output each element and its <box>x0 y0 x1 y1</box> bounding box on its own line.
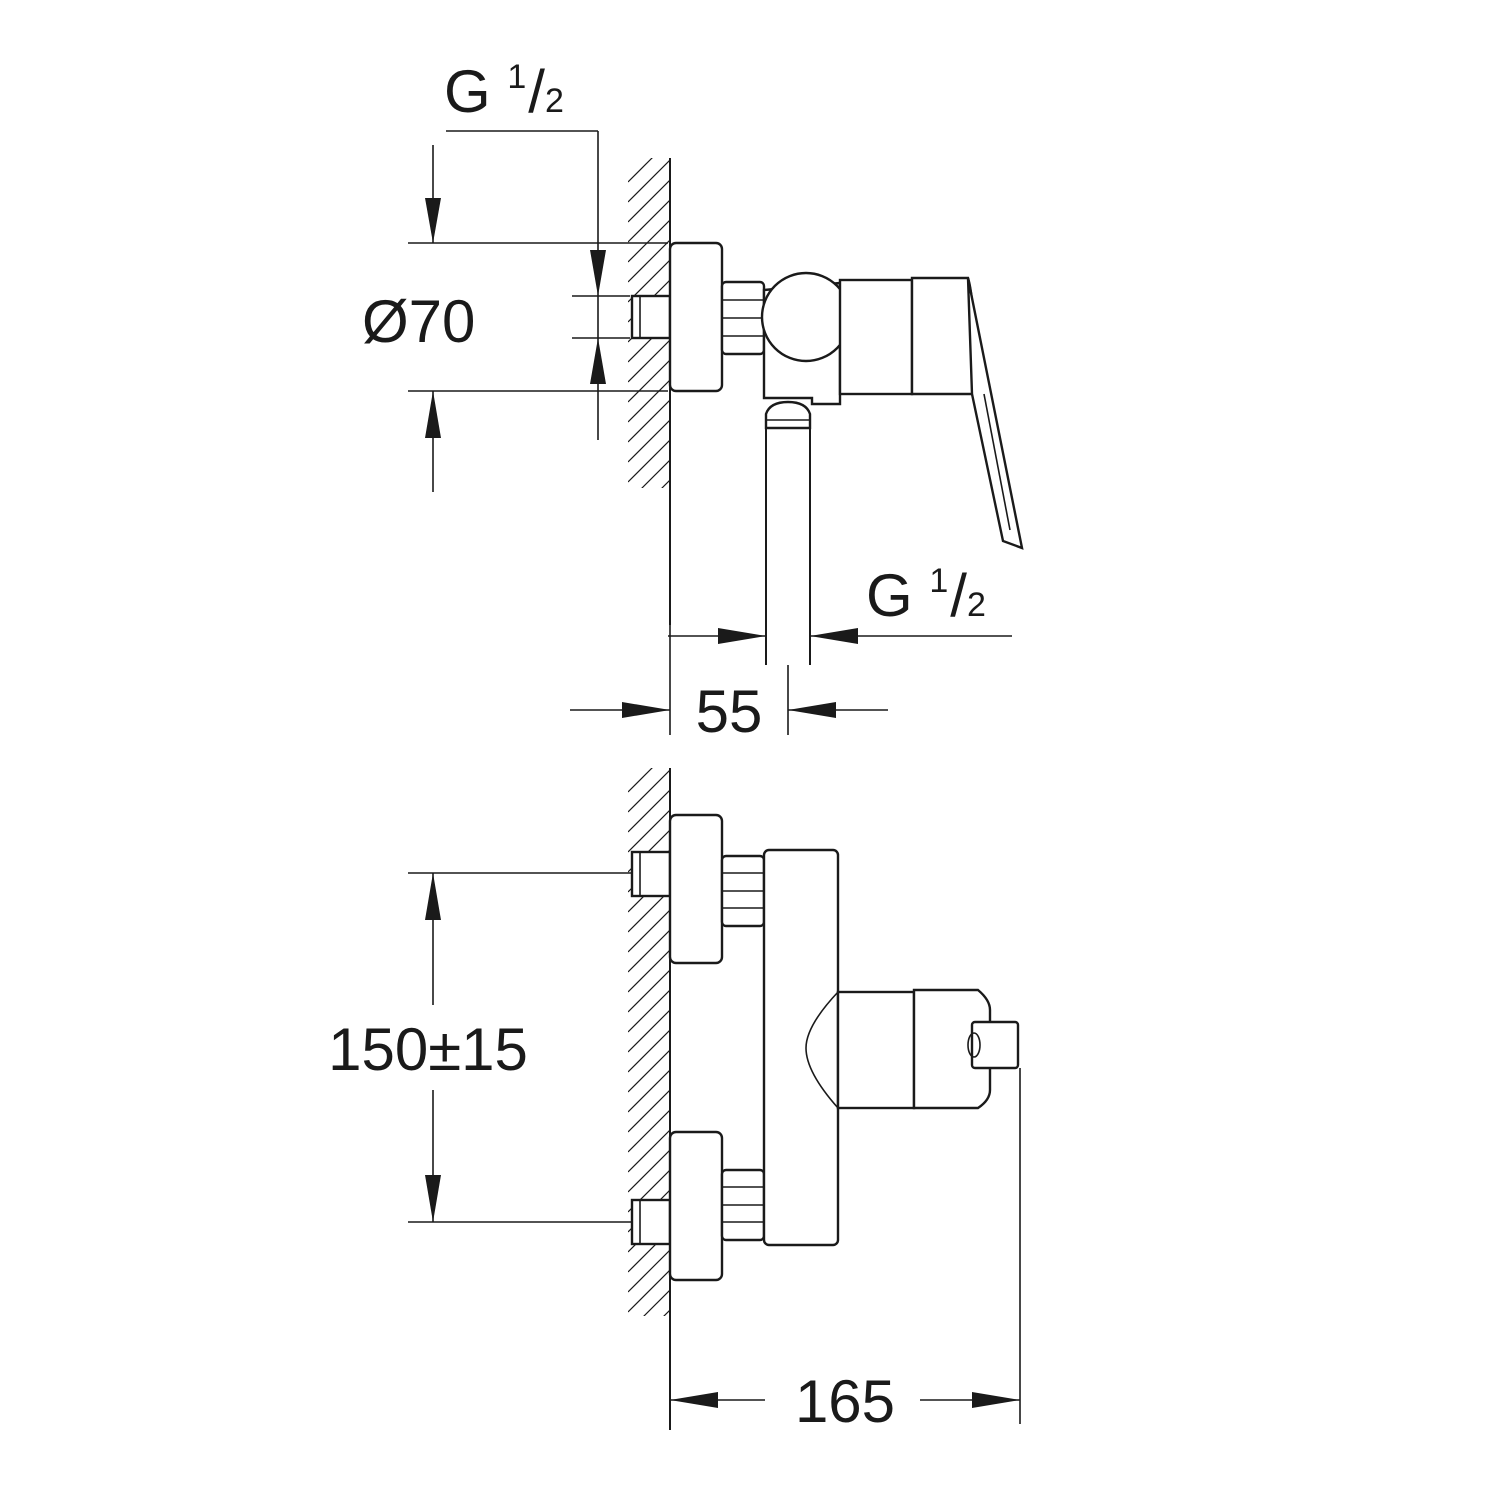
inlet-connector-lower <box>630 1198 672 1246</box>
wall-hatching-top <box>628 158 670 488</box>
dimension-width-165: 165 <box>670 1068 1021 1435</box>
cartridge-front <box>836 990 916 1110</box>
lever-handle <box>966 277 1024 550</box>
thread-label-top: G 1/2 <box>444 58 564 125</box>
hatch-stroke <box>628 1009 670 1053</box>
hatch-stroke <box>628 1129 670 1173</box>
inlet-connector-upper <box>630 850 672 898</box>
hatch-stroke <box>628 1269 670 1313</box>
thread-label-outlet: G 1/2 <box>866 562 986 629</box>
lever-front <box>912 988 992 1110</box>
hatch-stroke <box>628 219 670 263</box>
hatch-stroke <box>628 789 670 833</box>
dimension-spacing: 150±15 <box>328 872 632 1223</box>
hatch-stroke <box>628 158 653 183</box>
hatch-stroke <box>628 929 670 973</box>
hatch-stroke <box>628 1149 670 1193</box>
width-165-label: 165 <box>795 1368 895 1435</box>
hatch-stroke <box>628 1049 670 1093</box>
hatch-stroke <box>628 179 670 223</box>
rosette-upper <box>668 813 724 965</box>
dimension-diameter: Ø70 <box>362 145 668 492</box>
hatch-stroke <box>661 479 670 488</box>
hatch-stroke <box>628 1029 670 1073</box>
body-transition <box>805 991 839 1109</box>
hatch-stroke <box>628 949 670 993</box>
hatch-stroke <box>628 909 670 953</box>
cartridge-housing <box>838 278 914 396</box>
spacing-label: 150±15 <box>328 1016 528 1083</box>
hatch-stroke <box>628 1249 670 1293</box>
depth-55-label: 55 <box>696 678 763 745</box>
outlet-fitting <box>764 400 812 430</box>
diameter-label: Ø70 <box>362 288 475 355</box>
hatch-stroke <box>628 809 670 853</box>
hatch-stroke <box>628 399 670 443</box>
dimension-depth-55: 55 <box>570 625 888 745</box>
rosette-top <box>668 241 724 393</box>
hatch-stroke <box>628 969 670 1013</box>
hatch-stroke <box>628 379 670 423</box>
inlet-connector-top <box>630 294 672 340</box>
hatch-stroke <box>628 439 670 483</box>
hatch-stroke <box>628 1109 670 1153</box>
hatch-stroke <box>628 769 670 813</box>
wall-hatching-bottom <box>628 768 670 1316</box>
dimension-thread-outlet: G 1/2 <box>668 562 1012 644</box>
front-view: 150±15 165 <box>328 768 1021 1435</box>
hatch-stroke <box>628 1069 670 1113</box>
lever-base <box>910 276 978 396</box>
hatch-stroke <box>641 459 670 488</box>
hatch-stroke <box>628 339 670 383</box>
rosette-lower <box>668 1130 724 1282</box>
hatch-stroke <box>628 989 670 1033</box>
valve-head <box>760 271 852 363</box>
hatch-stroke <box>628 1089 670 1133</box>
hatch-stroke <box>663 1309 670 1316</box>
mixer-body-front <box>762 848 840 1247</box>
hatch-stroke <box>628 199 670 243</box>
hatch-stroke <box>628 159 670 203</box>
hatch-stroke <box>643 1289 670 1316</box>
hatch-stroke <box>628 768 653 793</box>
hatch-stroke <box>628 239 670 283</box>
lever-tip <box>970 1020 1020 1070</box>
dimension-thread-top: G 1/2 <box>444 58 630 440</box>
side-view: Ø70 G 1/2 G 1/2 <box>362 58 1024 745</box>
hatch-stroke <box>628 359 670 403</box>
hatch-stroke <box>628 419 670 463</box>
